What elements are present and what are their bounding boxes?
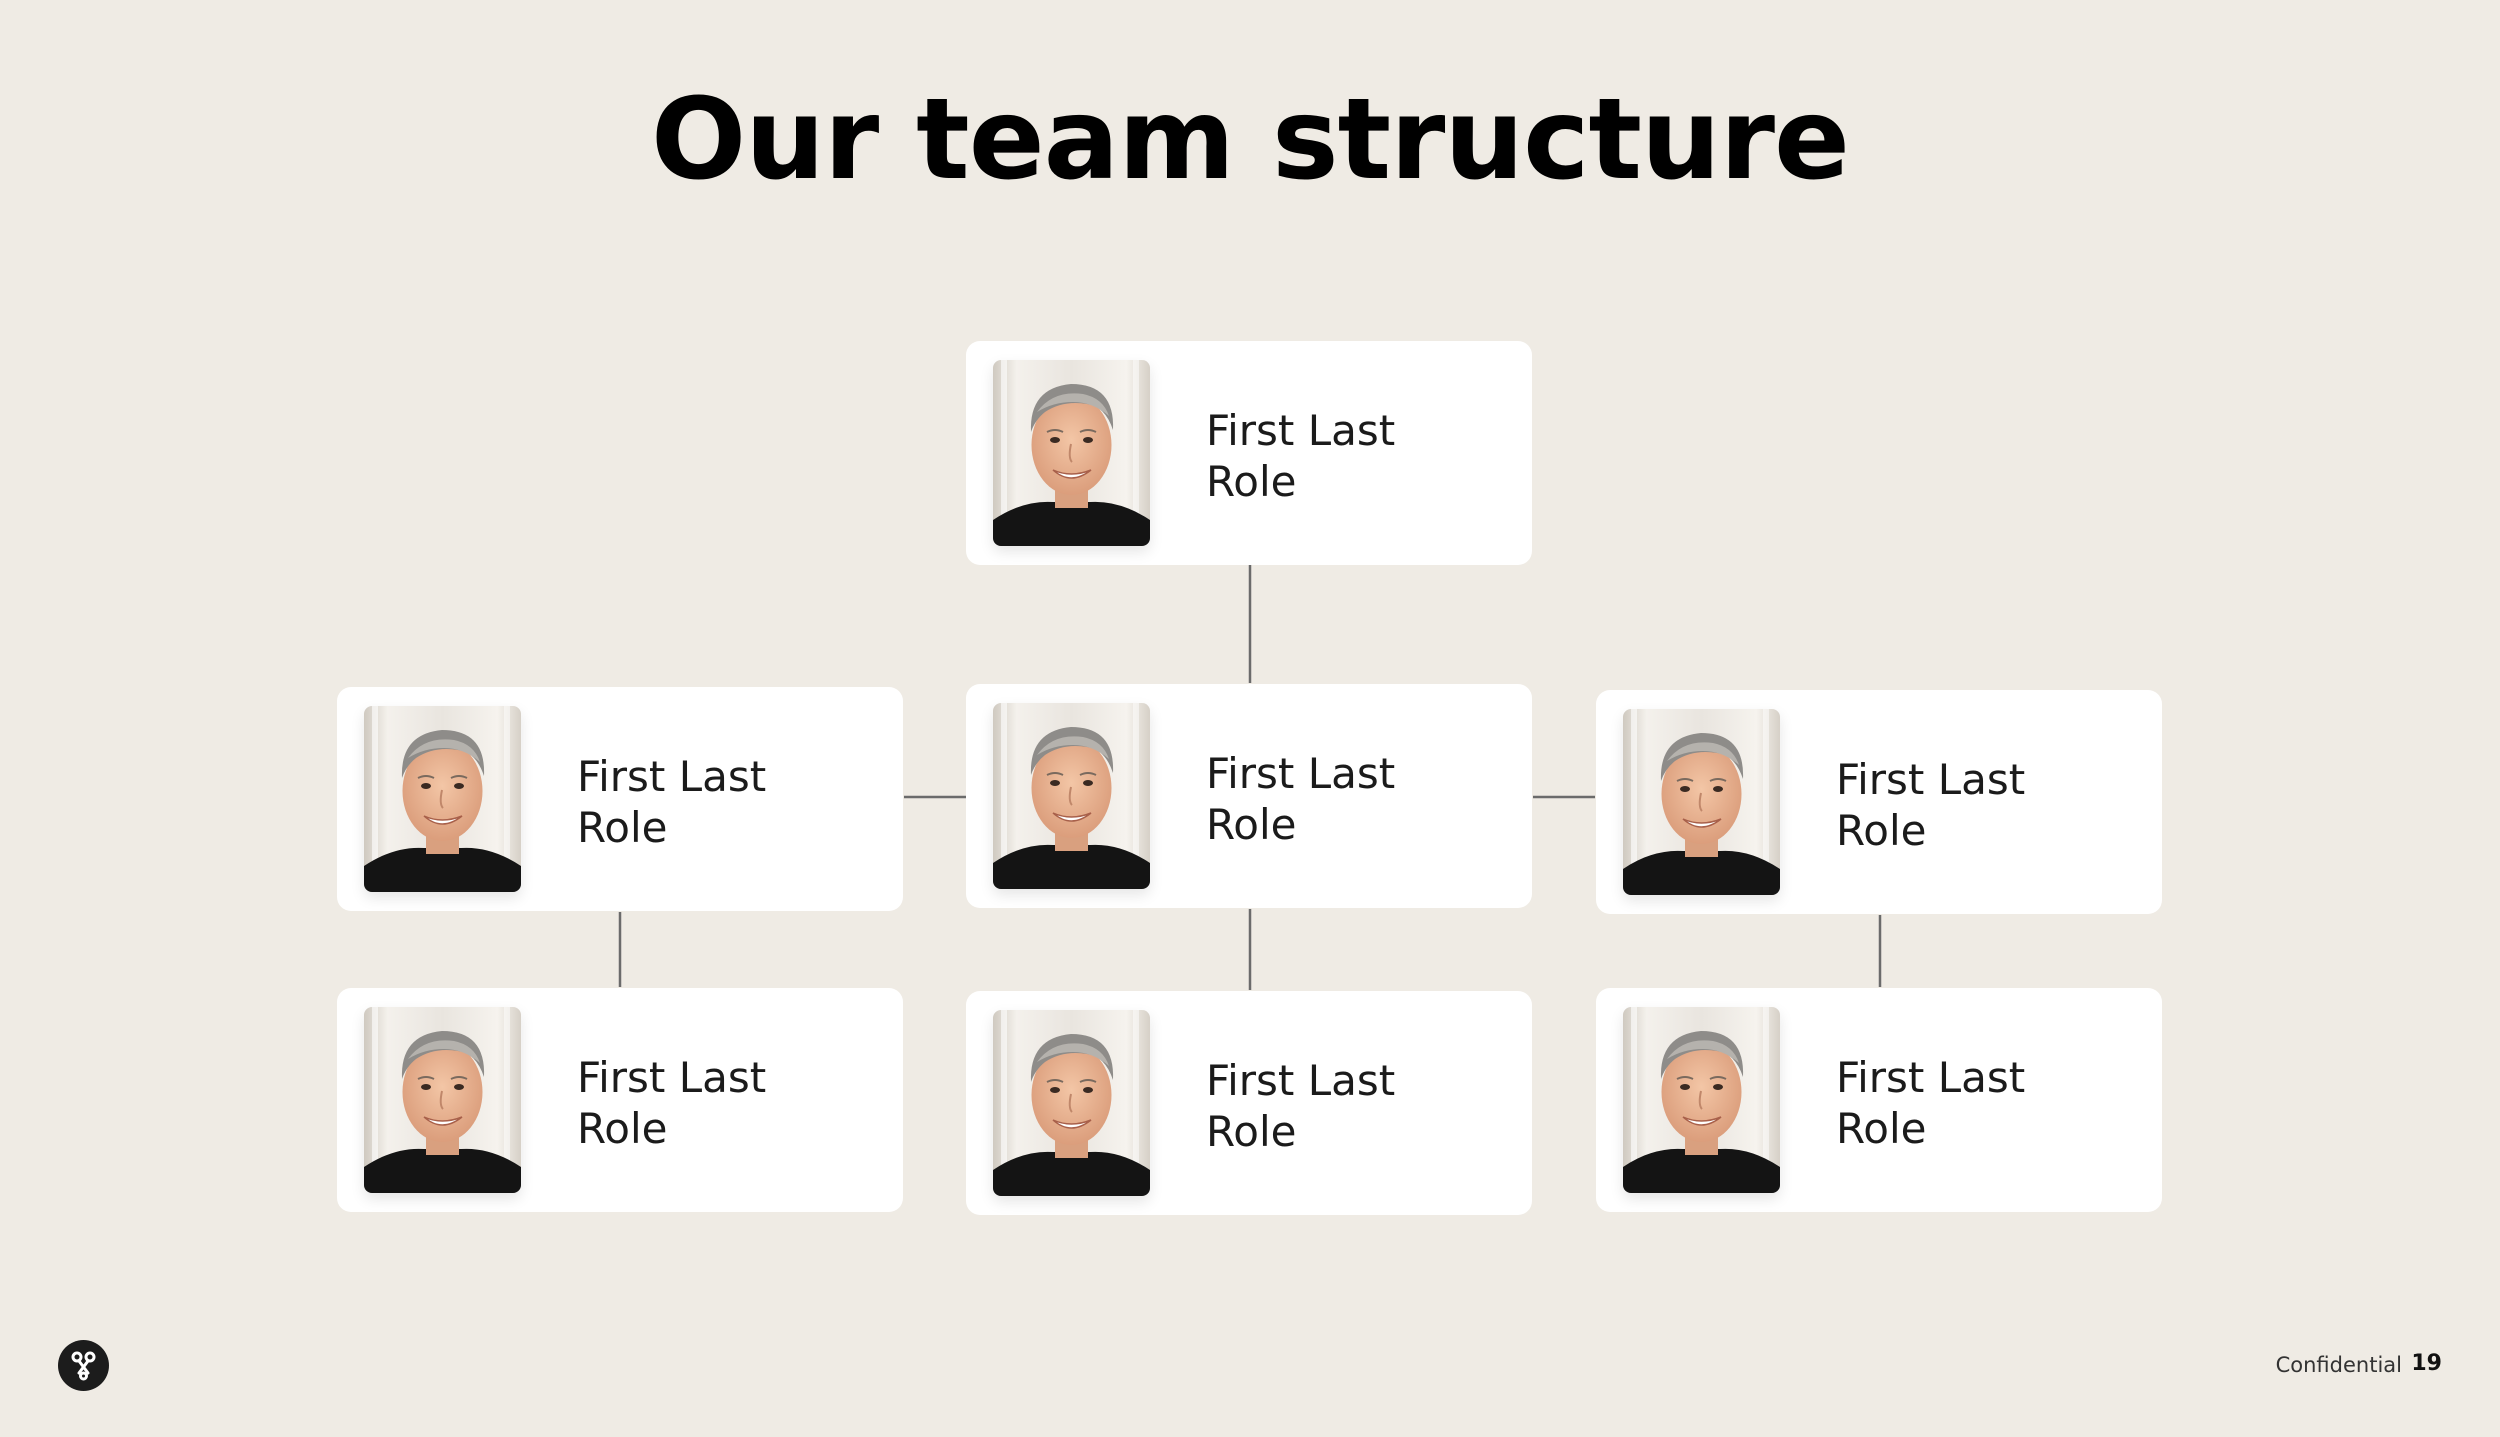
page-number: 19: [2411, 1351, 2442, 1376]
person-role: Role: [577, 1104, 668, 1153]
person-info: First Last Role: [1836, 1052, 2025, 1154]
person-photo: [364, 706, 521, 892]
person-photo: [364, 1007, 521, 1193]
person-role: Role: [1206, 1107, 1297, 1156]
person-role: Role: [1836, 1104, 1927, 1153]
person-role: Role: [577, 803, 668, 852]
org-card-level2-middle: First Last Role: [966, 684, 1532, 908]
org-card-level2-left: First Last Role: [337, 687, 903, 911]
brand-logo-icon: [58, 1340, 109, 1391]
person-photo: [1623, 709, 1780, 895]
person-name: First Last: [1836, 1053, 2026, 1102]
person-info: First Last Role: [1206, 1055, 1395, 1157]
person-name: First Last: [1836, 755, 2026, 804]
slide-title: Our team structure: [651, 75, 1850, 205]
person-photo: [993, 360, 1150, 546]
org-card-level3-right: First Last Role: [1596, 988, 2162, 1212]
person-name: First Last: [1206, 406, 1396, 455]
person-name: First Last: [1206, 1056, 1396, 1105]
person-info: First Last Role: [1206, 748, 1395, 850]
confidential-label: Confidential: [2275, 1353, 2402, 1377]
person-role: Role: [1206, 457, 1297, 506]
person-role: Role: [1206, 800, 1297, 849]
person-photo: [993, 703, 1150, 889]
person-name: First Last: [1206, 749, 1396, 798]
org-card-root: First Last Role: [966, 341, 1532, 565]
person-info: First Last Role: [577, 751, 766, 853]
person-photo: [1623, 1007, 1780, 1193]
person-photo: [993, 1010, 1150, 1196]
person-name: First Last: [577, 752, 767, 801]
person-info: First Last Role: [577, 1052, 766, 1154]
person-name: First Last: [577, 1053, 767, 1102]
org-card-level2-right: First Last Role: [1596, 690, 2162, 914]
person-role: Role: [1836, 806, 1927, 855]
person-info: First Last Role: [1206, 405, 1395, 507]
org-card-level3-left: First Last Role: [337, 988, 903, 1212]
org-card-level3-middle: First Last Role: [966, 991, 1532, 1215]
person-info: First Last Role: [1836, 754, 2025, 856]
